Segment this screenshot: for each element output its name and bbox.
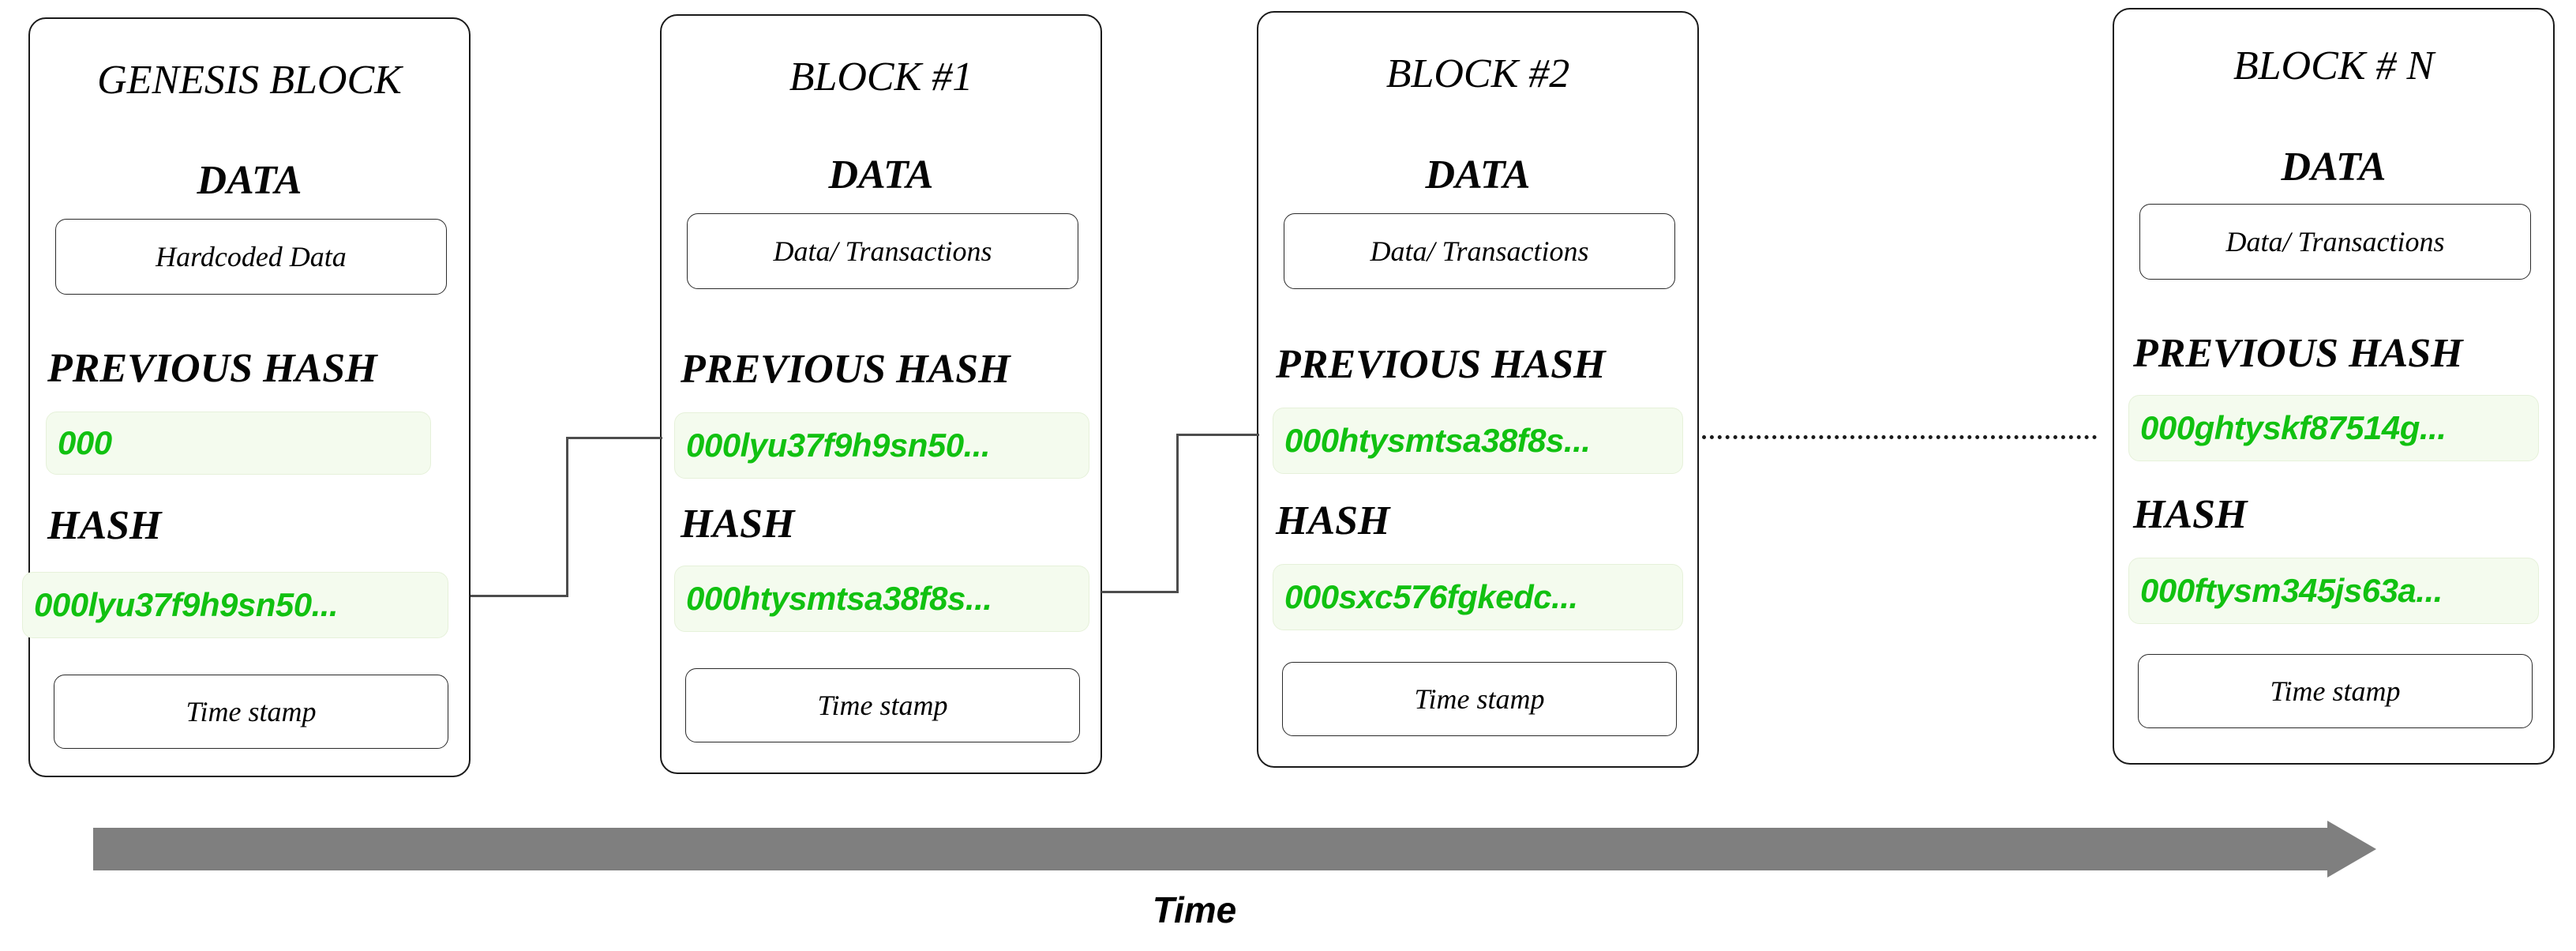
data-value-1: Data/ Transactions <box>773 235 992 267</box>
connector-segment-vertical <box>1176 435 1179 593</box>
block-card-genesis[interactable]: GENESIS BLOCK DATA Hardcoded Data PREVIO… <box>22 17 471 777</box>
hash-box-1[interactable]: 000htysmtsa38f8s... <box>674 566 1089 632</box>
data-heading-2: DATA <box>1425 152 1531 197</box>
hash-heading-n: HASH <box>2133 492 2248 537</box>
data-box-1[interactable]: Data/ Transactions <box>687 213 1078 289</box>
previous-hash-heading-n: PREVIOUS HASH <box>2133 331 2463 376</box>
block-card-1[interactable]: BLOCK #1 DATA Data/ Transactions PREVIOU… <box>660 14 1102 774</box>
hash-heading-genesis: HASH <box>47 503 162 548</box>
data-box-n[interactable]: Data/ Transactions <box>2139 204 2531 280</box>
data-box-genesis[interactable]: Hardcoded Data <box>55 219 447 295</box>
hash-box-2[interactable]: 000sxc576fgkedc... <box>1273 564 1683 630</box>
hash-value-2: 000sxc576fgkedc... <box>1284 578 1578 615</box>
connector-segment-horizontal-lower <box>1101 591 1179 593</box>
data-heading-genesis: DATA <box>197 158 302 203</box>
connector-segment-horizontal-upper <box>1176 434 1259 436</box>
previous-hash-value-2: 000htysmtsa38f8s... <box>1284 422 1591 459</box>
time-axis-label: Time <box>1152 889 1237 930</box>
timestamp-text-genesis: Time stamp <box>186 696 317 727</box>
timestamp-box-genesis[interactable]: Time stamp <box>54 675 448 749</box>
timestamp-box-1[interactable]: Time stamp <box>685 668 1080 742</box>
data-box-2[interactable]: Data/ Transactions <box>1284 213 1675 289</box>
block-card-n[interactable]: BLOCK # N DATA Data/ Transactions PREVIO… <box>2113 8 2555 765</box>
data-value-n: Data/ Transactions <box>2225 226 2445 257</box>
connector-segment-horizontal-lower <box>471 595 568 597</box>
previous-hash-heading-1: PREVIOUS HASH <box>681 347 1011 392</box>
connector-segment-vertical <box>566 438 568 597</box>
timestamp-text-1: Time stamp <box>817 690 948 721</box>
previous-hash-value-1: 000lyu37f9h9sn50... <box>686 427 991 464</box>
previous-hash-heading-genesis: PREVIOUS HASH <box>47 346 377 391</box>
hash-box-n[interactable]: 000ftysm345js63a... <box>2128 558 2539 624</box>
previous-hash-box-n[interactable]: 000ghtyskf87514g... <box>2128 395 2539 461</box>
data-value-genesis: Hardcoded Data <box>156 241 347 273</box>
connector-dotted-continuation <box>1702 435 2097 439</box>
previous-hash-box-1[interactable]: 000lyu37f9h9sn50... <box>674 412 1089 479</box>
data-heading-n: DATA <box>2281 145 2387 190</box>
hash-heading-1: HASH <box>681 502 795 547</box>
timestamp-box-2[interactable]: Time stamp <box>1282 662 1677 736</box>
timestamp-text-n: Time stamp <box>2270 675 2401 707</box>
previous-hash-value-n: 000ghtyskf87514g... <box>2140 409 2447 446</box>
hash-heading-2: HASH <box>1276 498 1390 543</box>
previous-hash-value-genesis: 000 <box>58 424 112 461</box>
previous-hash-box-2[interactable]: 000htysmtsa38f8s... <box>1273 408 1683 474</box>
timestamp-text-2: Time stamp <box>1414 683 1545 715</box>
previous-hash-box-genesis[interactable]: 000 <box>46 412 431 475</box>
block-title-2: BLOCK #2 <box>1385 51 1570 96</box>
block-title-1: BLOCK #1 <box>789 55 973 100</box>
block-card-2[interactable]: BLOCK #2 DATA Data/ Transactions PREVIOU… <box>1257 11 1699 768</box>
timestamp-box-n[interactable]: Time stamp <box>2138 654 2533 728</box>
time-arrow-head-icon <box>2327 821 2376 878</box>
connector-segment-horizontal-upper <box>566 437 662 439</box>
block-title-genesis: GENESIS BLOCK <box>97 58 402 103</box>
hash-value-genesis: 000lyu37f9h9sn50... <box>34 586 339 623</box>
data-heading-1: DATA <box>828 152 934 197</box>
time-arrow-shaft <box>93 828 2329 870</box>
data-value-2: Data/ Transactions <box>1370 235 1589 267</box>
block-title-n: BLOCK # N <box>2233 43 2435 88</box>
hash-value-n: 000ftysm345js63a... <box>2140 572 2443 609</box>
hash-box-genesis[interactable]: 000lyu37f9h9sn50... <box>22 572 448 638</box>
hash-value-1: 000htysmtsa38f8s... <box>686 580 992 617</box>
previous-hash-heading-2: PREVIOUS HASH <box>1276 342 1606 387</box>
